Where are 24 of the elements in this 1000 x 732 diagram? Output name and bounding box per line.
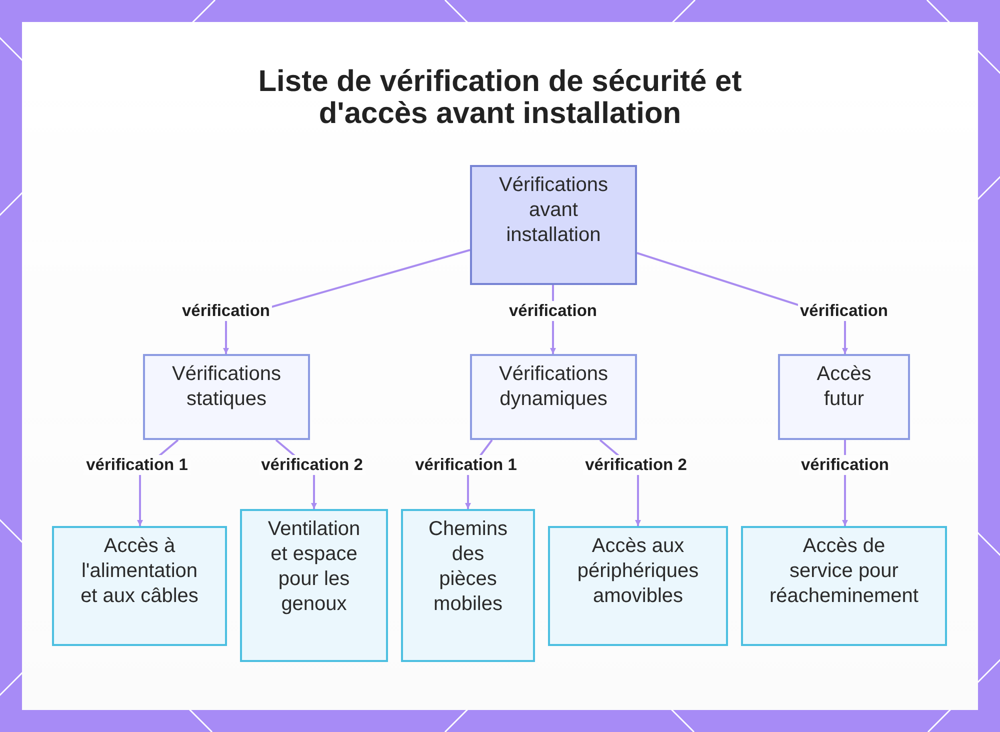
process-box — [470, 165, 637, 285]
process-box — [778, 354, 910, 440]
edge-label: vérification 1 — [84, 455, 190, 475]
process-box — [401, 509, 535, 662]
process-box — [52, 526, 227, 646]
process-box — [741, 526, 947, 646]
box-text: Ventilation et espace pour les genoux — [267, 517, 361, 617]
box-text: Accès de service pour réacheminement — [768, 534, 920, 609]
box-text: Chemins des pièces mobiles — [428, 517, 508, 617]
edge-label: vérification 2 — [259, 455, 365, 475]
box-text: Accès aux périphériques amovibles — [576, 534, 700, 609]
process-box — [143, 354, 310, 440]
diagram-title: Liste de vérification de sécurité et d'accès avant installation — [257, 66, 743, 130]
edge-label: vérification 1 — [413, 455, 519, 475]
box-text: Vérifications dynamiques — [498, 362, 609, 412]
process-box — [548, 526, 728, 646]
process-box — [470, 354, 637, 440]
box-text: Vérifications avant installation — [498, 173, 609, 248]
process-box — [240, 509, 388, 662]
box-text: Vérifications statiques — [171, 362, 282, 412]
edge-label: vérification — [180, 301, 272, 321]
box-text: Accès futur — [816, 362, 872, 412]
box-text: Accès à l'alimentation et aux câbles — [80, 534, 200, 609]
edge-label: vérification 2 — [583, 455, 689, 475]
